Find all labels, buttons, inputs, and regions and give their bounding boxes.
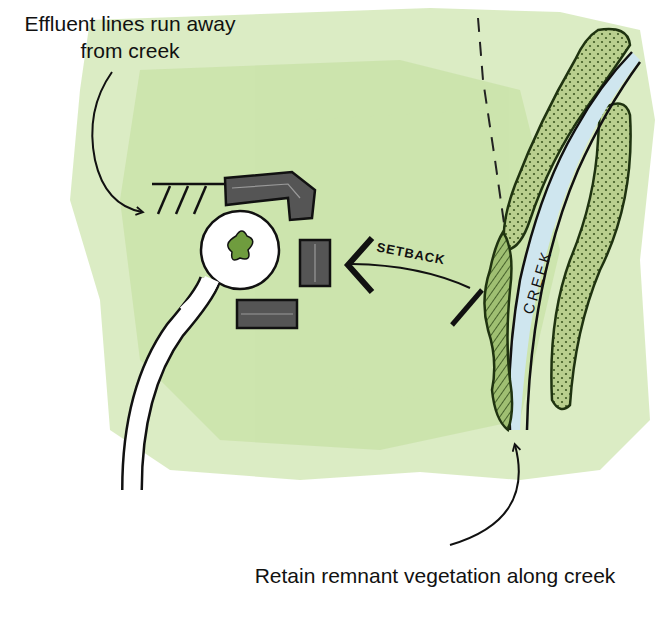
house-building <box>225 172 315 220</box>
shed-building <box>237 300 297 328</box>
turnaround <box>201 211 279 289</box>
vegetation-band <box>504 29 630 250</box>
boundary-line <box>478 18 505 230</box>
driveway <box>132 280 210 490</box>
leader-arrow <box>450 445 519 545</box>
callout-note: Effluent lines run away from creek <box>5 10 255 65</box>
remnant-vegetation <box>484 232 512 430</box>
callout-note: Retain remnant vegetation along creek <box>240 562 630 589</box>
setback-mark <box>452 290 482 325</box>
grass-wash <box>70 8 655 480</box>
creek-water <box>509 52 640 430</box>
leader-arrow <box>92 72 142 212</box>
effluent-lines <box>152 184 226 214</box>
setback-arrow <box>352 264 470 288</box>
shed-building <box>300 240 330 286</box>
